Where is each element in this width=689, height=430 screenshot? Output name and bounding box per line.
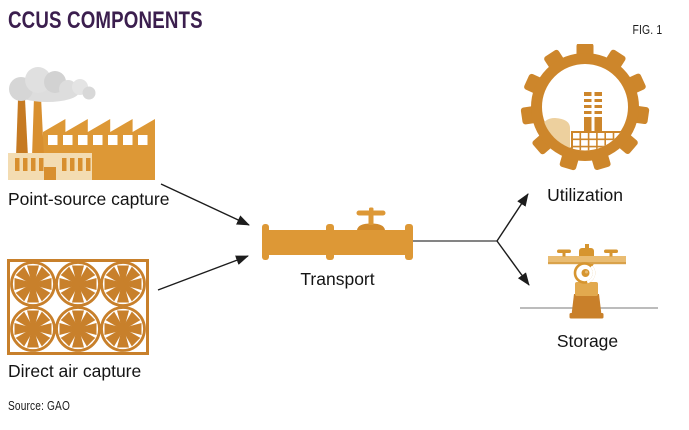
wellhead-icon bbox=[548, 244, 626, 319]
pipe-body bbox=[269, 230, 406, 255]
gear-factory-icon bbox=[520, 44, 650, 171]
arrow-transport-to-storage bbox=[496, 240, 530, 286]
label-storage: Storage bbox=[556, 331, 619, 351]
source-note: Source: GAO bbox=[8, 398, 71, 413]
arrow-pointsource-to-transport bbox=[160, 183, 250, 226]
figure-number-label: FIG. 1 bbox=[632, 22, 662, 37]
label-direct-air-capture: Direct air capture bbox=[8, 361, 142, 381]
fan-array-icon bbox=[7, 259, 149, 355]
pipe-flange-right bbox=[405, 224, 413, 260]
arrow-directair-to-transport bbox=[157, 255, 249, 291]
valve-gauge bbox=[573, 262, 596, 284]
pipe-flange-middle bbox=[326, 224, 334, 260]
inner-chimneys bbox=[584, 92, 602, 134]
pipeline-icon bbox=[262, 207, 413, 260]
arrow-transport-to-utilization bbox=[496, 193, 529, 242]
pipe-valve bbox=[356, 207, 386, 230]
label-point-source-capture: Point-source capture bbox=[8, 189, 170, 209]
label-utilization: Utilization bbox=[547, 185, 623, 205]
fan-array-frame bbox=[7, 259, 149, 355]
tee-valves bbox=[557, 249, 618, 257]
pipe-flange-left bbox=[262, 224, 269, 260]
label-transport: Transport bbox=[300, 269, 375, 289]
page-title: CCUS COMPONENTS bbox=[8, 7, 203, 34]
factory-chimneys bbox=[16, 97, 44, 157]
smoke-cloud bbox=[9, 67, 96, 102]
factory-icon bbox=[8, 67, 155, 180]
factory-base bbox=[8, 153, 92, 180]
wellhead-base bbox=[569, 282, 604, 319]
